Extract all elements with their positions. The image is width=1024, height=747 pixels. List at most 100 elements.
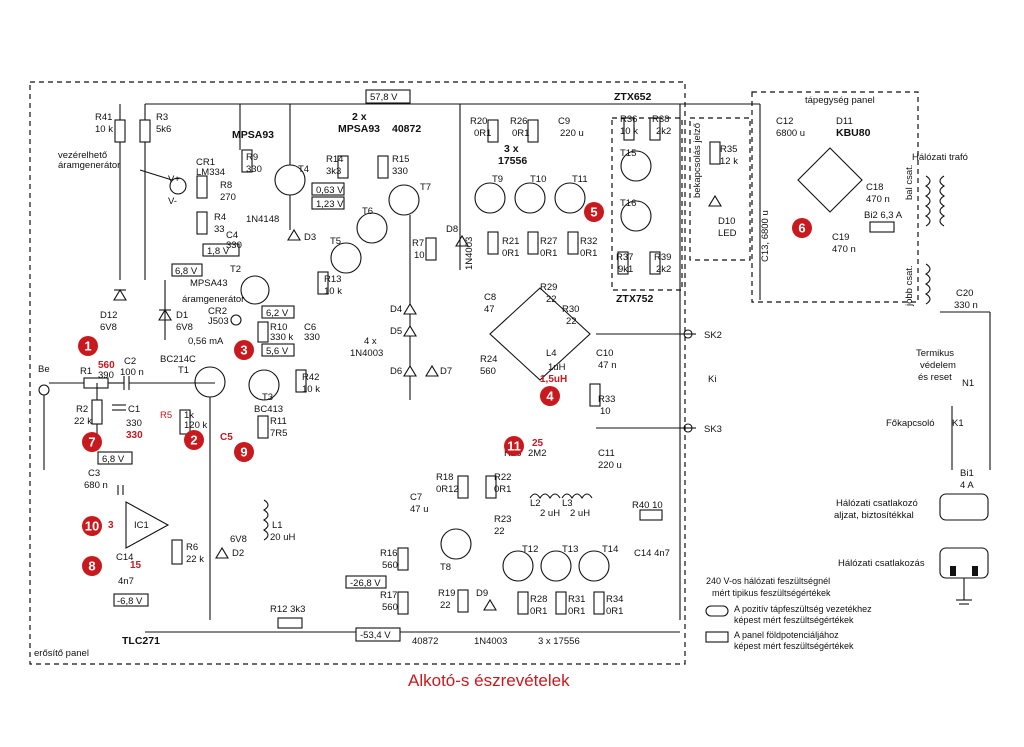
r32-label: R32	[580, 236, 597, 247]
r35-label: R35	[720, 144, 737, 155]
r13-label: R13	[324, 274, 341, 285]
t10-icon	[514, 182, 546, 214]
input-label: Be	[38, 364, 50, 375]
t16-label: T16	[620, 198, 636, 209]
vminus-label: V-	[168, 196, 177, 207]
r36-label: R36	[620, 114, 637, 125]
d9-symbol	[483, 598, 497, 611]
bi1-value: 4 A	[960, 480, 974, 491]
r12-symbol	[277, 617, 303, 629]
r2-symbol	[91, 399, 103, 425]
v-r16-label: -26,8 V	[350, 578, 381, 589]
output-network: C8 47 R29 22 R30 22 R24 560 L4 C10 47 n …	[480, 282, 722, 471]
d9-value: 1N4003	[474, 636, 507, 647]
r25-new-value: 25	[532, 438, 544, 449]
marker-5-icon	[584, 202, 604, 222]
r4-value: 33	[214, 224, 225, 235]
r11-label: R11	[270, 416, 287, 427]
t4-value: MPSA93	[232, 129, 274, 141]
r16-label: R16	[380, 548, 397, 559]
v-t5a-label: 0,63 V	[316, 185, 344, 196]
r14-label: R14	[326, 154, 343, 165]
marker-6-icon	[792, 218, 812, 238]
bi1-label: Bi1	[960, 468, 974, 479]
ic1-label: IC1	[134, 520, 149, 531]
r13-value: 10 k	[324, 286, 342, 297]
marker-4-label: 4	[546, 389, 554, 404]
c18-value: 470 n	[866, 194, 890, 205]
t1-label: T1	[178, 365, 189, 376]
legend-pos-icon	[705, 605, 729, 617]
r6-label: R6	[186, 542, 198, 553]
r31-value: 0R1	[568, 606, 585, 617]
r23-label: R23	[494, 514, 511, 525]
d12-value: 6V8	[100, 322, 117, 333]
r14-value: 3k3	[326, 166, 341, 177]
marker-10-label: 10	[85, 519, 99, 534]
t3-value: BC413	[254, 404, 283, 415]
current-source-2-label: áramgenerátor	[182, 294, 244, 305]
c1-new-value: 330	[126, 430, 143, 441]
bridge-network	[489, 287, 591, 381]
v-t2-label: 6,8 V	[175, 266, 198, 277]
marker-1-label: 1	[84, 339, 91, 354]
r19-label: R19	[438, 588, 455, 599]
r2-value: 22 k	[74, 416, 92, 427]
c8-value: 47	[484, 304, 495, 315]
t15-value: ZTX652	[614, 91, 652, 103]
v-ic-pos-box	[97, 451, 133, 465]
v-t5b-label: 1,23 V	[316, 199, 344, 210]
r15-value: 330	[392, 166, 408, 177]
marker-2-icon	[184, 430, 204, 450]
annotations: 560 390 1k 330 330 1uH 1,5uH 25 R26 3 15…	[98, 360, 570, 690]
t12-label: T12	[522, 544, 538, 555]
c10-value: 47 n	[598, 360, 617, 371]
marker-4-icon	[540, 386, 560, 406]
t8-label: T8	[440, 562, 451, 573]
r17-symbol	[397, 591, 409, 615]
marker-2-label: 2	[190, 433, 197, 448]
psu-panel-outline	[751, 91, 919, 303]
trafo-primary-coil	[939, 175, 946, 227]
v-t3b-box	[261, 343, 295, 357]
r36-value: 10 k	[620, 126, 638, 137]
r32-value: 0R1	[580, 248, 597, 259]
r20-symbol	[487, 119, 499, 143]
sk2-terminal	[683, 329, 693, 339]
servo-opamp: C3 680 n 6,8 V IC1 R6 22 k C14 4n7 -6,8 …	[84, 451, 305, 647]
l3-value: 2 uH	[570, 508, 590, 519]
right-tap-label: jobb csat.	[904, 265, 915, 307]
v-pos-box	[365, 89, 411, 104]
ic1-value: TLC271	[122, 635, 160, 647]
input-section: Be R1 C2 100 n R2 22 k C1	[38, 356, 195, 470]
ic1-symbol	[125, 501, 170, 549]
t2-value: MPSA43	[190, 278, 228, 289]
c2-label: C2	[124, 356, 136, 367]
d10-value: LED	[718, 228, 737, 239]
c11-label: C11	[598, 448, 615, 459]
t13-label: T13	[562, 544, 578, 555]
v-t2-box	[171, 263, 203, 277]
r35-symbol	[709, 141, 721, 165]
cr2-value: J503	[208, 316, 229, 327]
r38-symbol	[649, 117, 661, 141]
v-t5a-box	[311, 182, 345, 196]
c13-label: C13, 6800 u	[760, 210, 771, 262]
d7-label: D7	[440, 366, 452, 377]
c3-value: 680 n	[84, 480, 108, 491]
l4-old-value: 1uH	[548, 362, 566, 373]
t12-icon	[502, 550, 534, 582]
r26-value: 0R1	[512, 128, 529, 139]
c9-value: 220 u	[560, 128, 584, 139]
d12-label: D12	[100, 310, 117, 321]
c14a-value: 4n7	[118, 576, 134, 587]
v-neg-box	[355, 627, 401, 642]
cr2-label: CR2	[208, 306, 227, 317]
t8-icon	[440, 528, 472, 560]
